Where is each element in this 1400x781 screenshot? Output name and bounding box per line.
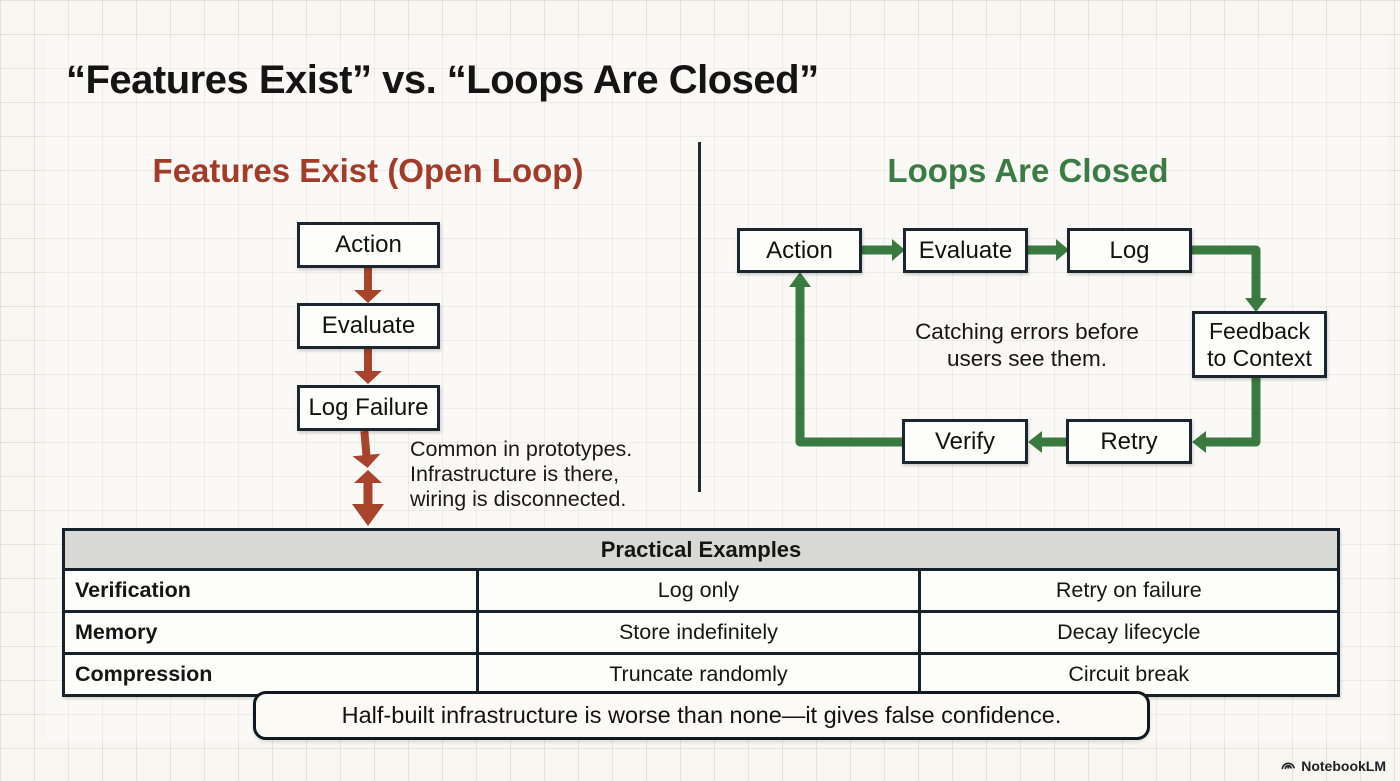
practical-examples-table: Practical Examples Verification Log only… [61, 528, 1341, 697]
takeaway-text: Half-built infrastructure is worse than … [341, 702, 1062, 728]
table-cell: Retry on failure [917, 568, 1341, 613]
open-loop-heading: Features Exist (Open Loop) [152, 152, 584, 189]
takeaway-banner: Half-built infrastructure is worse than … [253, 691, 1150, 740]
arrow-action-evaluate-left [354, 268, 382, 303]
table-cell: Store indefinitely [476, 610, 921, 655]
box-label: Log [1109, 236, 1150, 264]
box-label: Action [335, 231, 402, 259]
closed-loop-heading: Loops Are Closed [887, 152, 1169, 189]
table-row: Verification Log only Retry on failure [61, 568, 1341, 613]
table-cell: Log only [476, 568, 921, 613]
caption-line: users see them. [946, 346, 1108, 371]
closed-loop-box-retry: Retry [1066, 419, 1192, 464]
box-label: Action [766, 236, 833, 264]
arrow-log-feedback [1245, 298, 1267, 312]
box-label: Retry [1100, 427, 1158, 455]
table-cell: Decay lifecycle [917, 610, 1341, 655]
table-row: Memory Store indefinitely Decay lifecycl… [61, 610, 1341, 655]
arrow-broken-double [352, 470, 384, 526]
note-line: wiring is disconnected. [410, 487, 627, 511]
closed-loop-box-verify: Verify [902, 419, 1028, 464]
row-label: Compression [61, 652, 480, 697]
open-loop-note: Common in prototypes. Infrastructure is … [410, 437, 700, 512]
row-label: Memory [61, 610, 480, 655]
table-cell: Circuit break [917, 652, 1341, 697]
box-label: Log Failure [308, 394, 429, 422]
notebooklm-icon [1281, 762, 1296, 770]
box-label-line: Feedback [1208, 318, 1310, 345]
note-line: Common in prototypes. [410, 437, 633, 461]
page-title: “Features Exist” vs. “Loops Are Closed” [66, 58, 819, 102]
box-label: Evaluate [321, 312, 416, 340]
closed-loop-box-feedback-to-context: Feedback to Context [1192, 311, 1327, 378]
caption-line: Catching errors before [915, 319, 1139, 344]
table-header: Practical Examples [62, 528, 1340, 571]
box-label: Verify [934, 427, 996, 455]
closed-loop-box-evaluate: Evaluate [903, 228, 1028, 273]
arrow-retry-verify [1028, 431, 1042, 453]
watermark: NotebookLM [1280, 758, 1386, 774]
open-loop-box-evaluate: Evaluate [297, 303, 440, 349]
closed-loop-box-action: Action [737, 228, 862, 273]
open-loop-box-action: Action [297, 222, 440, 268]
arrow-broken-top [352, 430, 381, 468]
section-divider [698, 142, 701, 492]
box-label: Evaluate [918, 236, 1013, 264]
closed-loop-box-log: Log [1067, 228, 1192, 273]
box-label-line: to Context [1207, 344, 1312, 371]
table-cell: Truncate randomly [476, 652, 921, 697]
arrow-verify-action [789, 272, 811, 287]
table-row: Compression Truncate randomly Circuit br… [61, 652, 1341, 697]
row-label: Verification [61, 568, 480, 613]
open-loop-box-log-failure: Log Failure [297, 385, 440, 431]
watermark-label: NotebookLM [1301, 758, 1386, 774]
arrow-feedback-retry [1192, 431, 1206, 453]
closed-loop-caption: Catching errors before users see them. [852, 318, 1202, 372]
arrow-evaluate-logfailure [354, 349, 382, 384]
note-line: Infrastructure is there, [410, 462, 620, 486]
